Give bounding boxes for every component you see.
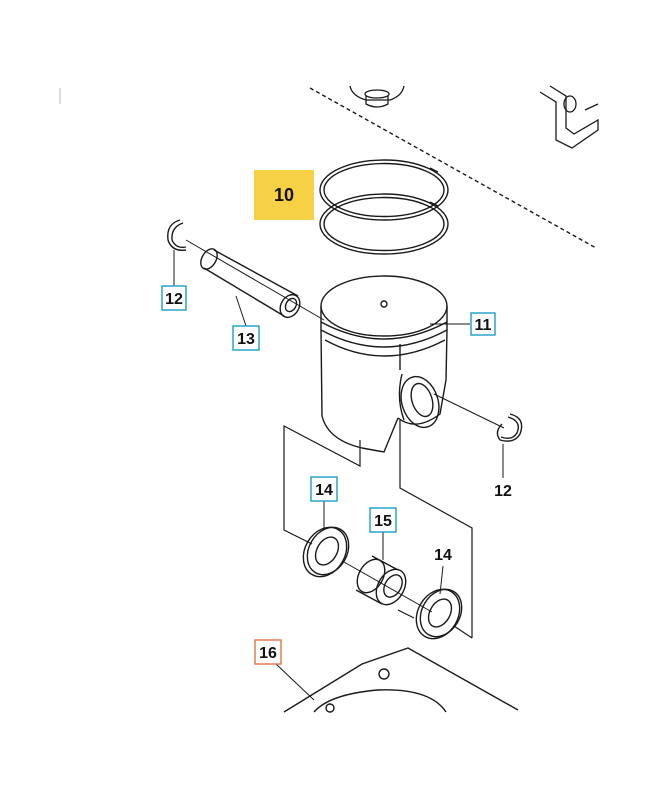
needle-bearing xyxy=(355,555,407,606)
thrust-washer-left xyxy=(302,526,350,578)
top-part-fragment xyxy=(349,85,405,108)
thrust-washer-right xyxy=(415,588,463,640)
callout-13: 13 xyxy=(232,325,260,351)
callout-16: 16 xyxy=(254,639,282,665)
piston xyxy=(320,275,448,453)
callout-10: 10 xyxy=(254,170,314,220)
callout-14-right: 14 xyxy=(434,547,452,564)
leader-lines xyxy=(173,250,504,701)
bearing-group-bracket xyxy=(283,420,473,639)
callout-15: 15 xyxy=(369,507,397,533)
callout-10-label: 10 xyxy=(274,185,294,205)
callout-12-right-label: 12 xyxy=(494,483,512,500)
piston-rings xyxy=(319,159,449,255)
callout-11: 11 xyxy=(470,312,496,336)
bracket-fragment xyxy=(539,85,599,149)
callout-15-label: 15 xyxy=(374,513,392,530)
circlip-right xyxy=(496,413,523,442)
pin-axis-right xyxy=(433,393,505,429)
bearing-axis xyxy=(343,561,433,613)
callout-14-left-label: 14 xyxy=(315,482,333,499)
callout-16-label: 16 xyxy=(259,645,277,662)
wrist-pin xyxy=(200,248,301,319)
callout-12-left-label: 12 xyxy=(165,291,183,308)
callout-14-right-label: 14 xyxy=(434,547,452,564)
callout-14-left: 14 xyxy=(310,476,338,502)
callout-12-right: 12 xyxy=(494,483,512,500)
circlip-left xyxy=(167,219,187,251)
base-gasket xyxy=(283,647,519,713)
callout-13-label: 13 xyxy=(237,331,255,348)
callout-12-left: 12 xyxy=(161,285,187,311)
callout-11-label: 11 xyxy=(475,317,492,334)
dashed-boundary xyxy=(309,87,597,249)
pin-axis xyxy=(185,239,325,321)
